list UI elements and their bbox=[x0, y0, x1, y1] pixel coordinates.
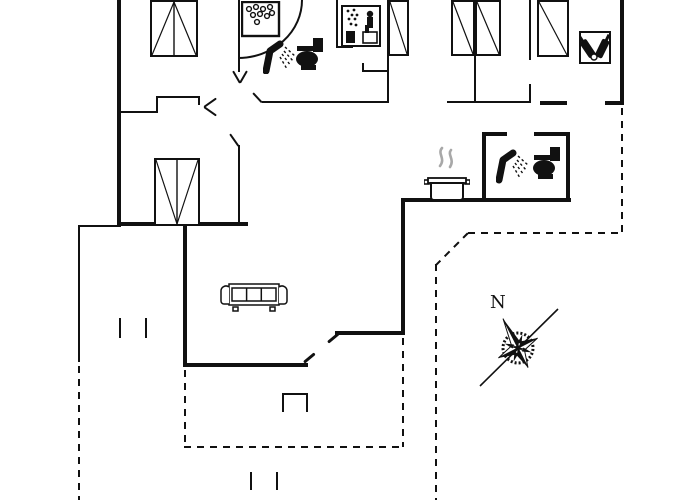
terrace-dashed-left bbox=[184, 370, 186, 447]
wall-sauna-bottom bbox=[336, 46, 353, 48]
wall-carport-left bbox=[78, 225, 80, 362]
wall-bedroom1-step-c bbox=[156, 96, 200, 98]
wall-kitchen-bottom bbox=[401, 198, 571, 202]
wall-bedroom1-step-b bbox=[156, 96, 158, 113]
single-bed-icon bbox=[388, 0, 409, 56]
cooking-pot-icon bbox=[424, 146, 470, 201]
whirlpool-tub-icon bbox=[241, 1, 281, 38]
wall-living-left bbox=[183, 224, 187, 367]
wall-bedroom1-stub bbox=[198, 96, 200, 105]
terrace-dashed-right bbox=[402, 338, 404, 447]
wall-kitchen-right bbox=[401, 200, 405, 335]
shower-icon bbox=[496, 149, 530, 184]
carport-post-mark bbox=[119, 318, 121, 338]
wall-sauna-left bbox=[336, 0, 338, 48]
wall-bath2-top-a bbox=[482, 132, 507, 136]
wall-hall-b bbox=[447, 101, 531, 103]
door-swing-mark bbox=[203, 106, 217, 117]
wall-hall-door-stub-b bbox=[362, 63, 364, 72]
wall-carport-top bbox=[78, 225, 119, 227]
gate-mark bbox=[250, 472, 252, 490]
boundary-dashed-mid bbox=[435, 264, 437, 500]
boundary-dashed-left bbox=[78, 366, 80, 500]
gate-mark bbox=[276, 472, 278, 490]
door-jamb bbox=[303, 352, 316, 364]
wall-bath2-right bbox=[566, 134, 570, 202]
wall-bedroom2-right bbox=[238, 145, 240, 225]
sauna-icon bbox=[341, 5, 381, 47]
wall-bedroom45-divider-b bbox=[529, 84, 531, 103]
terrace-dashed-bottom bbox=[184, 446, 405, 448]
compass-rose-icon bbox=[479, 308, 559, 387]
single-bed-icon bbox=[475, 0, 501, 56]
terrace-step-top bbox=[282, 393, 308, 395]
boundary-dashed-top bbox=[468, 232, 623, 234]
single-bed-icon bbox=[451, 0, 475, 56]
terrace-step-left bbox=[282, 393, 284, 412]
wall-bath1-left bbox=[238, 0, 240, 72]
wall-bed5-bottom-b bbox=[605, 101, 624, 105]
double-bed-icon bbox=[150, 0, 198, 57]
wall-living-bottom bbox=[183, 363, 308, 367]
boundary-dashed-corner bbox=[434, 232, 469, 267]
boundary-dashed-right bbox=[621, 108, 623, 233]
wall-bedroom45-divider-a bbox=[529, 0, 531, 60]
single-bed-icon bbox=[537, 0, 569, 57]
wall-hall-a bbox=[262, 101, 388, 103]
wall-exterior-right bbox=[620, 0, 624, 105]
terrace-step-right bbox=[306, 393, 308, 412]
sofa-icon bbox=[220, 283, 288, 312]
door-swing-mark bbox=[239, 70, 248, 84]
wall-bath2-left bbox=[482, 134, 486, 202]
wall-bed5-bottom-a bbox=[540, 101, 567, 105]
toilet-icon bbox=[296, 38, 323, 70]
double-bed-icon bbox=[154, 158, 200, 226]
shower-icon bbox=[263, 40, 297, 74]
wall-bedroom1-step-a bbox=[117, 111, 158, 113]
wall-hall-door-stub bbox=[362, 70, 388, 72]
carport-post-mark bbox=[145, 318, 147, 338]
wall-bedroom34-divider bbox=[474, 55, 476, 103]
wall-living-bottom-right bbox=[335, 331, 405, 335]
bottle-storage-icon bbox=[579, 31, 611, 64]
wall-bath2-top-b bbox=[534, 132, 570, 136]
compass-north-label: N bbox=[490, 292, 506, 313]
wall-exterior-left bbox=[117, 0, 121, 227]
whirlpool-curved-wall bbox=[238, 0, 303, 59]
toilet-icon bbox=[533, 147, 560, 179]
